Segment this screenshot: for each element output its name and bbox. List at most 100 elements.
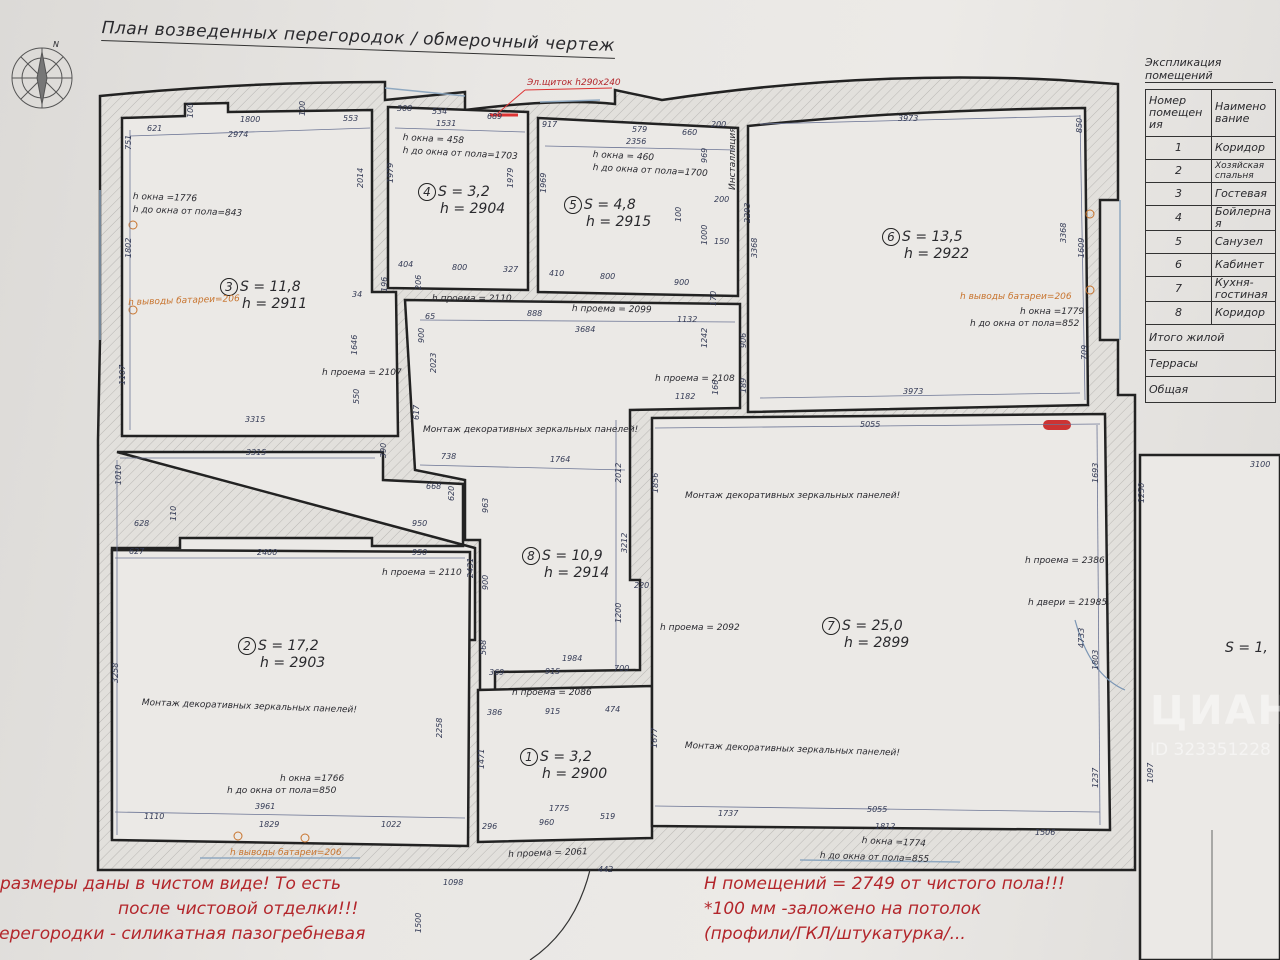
dimension-label: 390 xyxy=(379,442,388,458)
dimension-label: 3258 xyxy=(111,662,120,683)
dimension-label: 850 xyxy=(1075,117,1084,133)
plan-note: h проема = 2107 xyxy=(322,368,402,378)
plan-note: h двери = 21985 xyxy=(1028,598,1108,608)
dimension-label: 404 xyxy=(398,260,414,269)
plan-note: h проема = 2092 xyxy=(660,623,740,633)
dimension-label: 327 xyxy=(503,265,519,274)
watermark-id: ID 323351228 xyxy=(1150,740,1271,760)
dimension-label: 1132 xyxy=(677,315,698,324)
plan-note: h до окна от пола=850 xyxy=(227,786,337,796)
dimension-label: 963 xyxy=(481,497,490,513)
plan-note: h окна =1779 xyxy=(1020,307,1085,317)
dimension-label: 2258 xyxy=(435,717,444,738)
plan-note: Инсталляция xyxy=(728,127,738,190)
dimension-label: 617 xyxy=(412,404,421,420)
room-8 xyxy=(403,298,742,692)
dimension-label: 888 xyxy=(527,309,543,318)
dimension-label: 660 xyxy=(682,128,698,137)
dimension-label: 200 xyxy=(711,120,727,129)
dimension-label: 220 xyxy=(634,581,650,590)
dimension-label: 915 xyxy=(545,707,561,716)
plan-note: h окна =1766 xyxy=(280,774,345,784)
room-2-main xyxy=(110,548,472,848)
dimension-label: 900 xyxy=(417,327,426,343)
dimension-label: 738 xyxy=(441,452,457,461)
dimension-label: 900 xyxy=(674,278,690,287)
dimension-label: 1471 xyxy=(477,748,486,769)
room-6 xyxy=(746,106,1090,414)
dimension-label: 1237 xyxy=(1091,767,1100,788)
dimension-label: 5055 xyxy=(867,805,888,814)
dimension-label: 4733 xyxy=(1077,627,1086,648)
dimension-label: 1110 xyxy=(144,812,165,821)
dimension-label: 308 xyxy=(397,104,413,113)
header-room-name: Наименование xyxy=(1211,89,1276,137)
dimension-label: 1802 xyxy=(124,237,133,258)
dimension-label: 709 xyxy=(1080,344,1089,360)
dimension-label: 166 xyxy=(711,379,720,395)
dimension-label: 474 xyxy=(605,705,621,714)
dimension-label: 519 xyxy=(600,812,616,821)
dimension-label: 100 xyxy=(186,102,195,118)
plan-note: h до окна от пола=852 xyxy=(970,319,1080,329)
dimension-label: 2431 xyxy=(466,557,475,578)
dimension-label: 550 xyxy=(352,388,361,404)
plan-note: h выводы батареи=206 xyxy=(960,292,1072,302)
dimension-label: 700 xyxy=(614,664,630,673)
dimension-label: 1250 xyxy=(1137,482,1146,503)
dimension-label: 1856 xyxy=(651,472,660,493)
dimension-label: 627 xyxy=(129,547,145,556)
dimension-label: 296 xyxy=(482,822,498,831)
dimension-label: 1737 xyxy=(718,809,739,818)
dimension-label: 1107 xyxy=(118,364,127,385)
dimension-label: 2014 xyxy=(356,167,365,188)
plan-note: h проема = 2110 xyxy=(382,568,462,578)
dimension-label: 579 xyxy=(632,125,648,134)
room-partial-right xyxy=(1138,453,1280,960)
room-4 xyxy=(386,105,530,292)
dimension-label: 100 xyxy=(298,100,307,116)
compass-north-label: N xyxy=(53,40,59,49)
dimension-label: 1506 xyxy=(1035,828,1056,837)
dimension-label: 1969 xyxy=(539,172,548,193)
dimension-label: 1022 xyxy=(381,820,402,829)
dimension-label: 442 xyxy=(598,865,614,874)
dimension-label: 906 xyxy=(739,332,748,348)
leader-line xyxy=(497,89,526,114)
dimension-label: 751 xyxy=(124,134,133,150)
total-row: Итого жилой xyxy=(1145,324,1276,351)
compass-icon xyxy=(11,47,73,109)
dimension-label: 410 xyxy=(549,269,565,278)
plan-note: h проема = 2086 xyxy=(512,688,592,698)
radiator-outlet-icons xyxy=(128,209,1095,843)
dimension-label: 950 xyxy=(412,548,428,557)
dimension-label: 1531 xyxy=(436,119,457,128)
dimension-label: 2293 xyxy=(743,202,752,223)
dimension-label: 3315 xyxy=(246,448,267,457)
dimension-label: 1812 xyxy=(875,822,896,831)
dimension-label: 110 xyxy=(169,505,178,521)
dimension-label: 1829 xyxy=(259,820,280,829)
dimension-label: 689 xyxy=(487,112,503,121)
dimension-label: 1010 xyxy=(114,464,123,485)
door-swing xyxy=(529,869,591,960)
dimension-label: 950 xyxy=(412,519,428,528)
plan-note: h проема = 2108 xyxy=(655,374,735,384)
dimension-label: 34 xyxy=(352,290,363,299)
plan-note: Монтаж декоративных зеркальных панелей! xyxy=(685,491,901,501)
dimension-label: 1800 xyxy=(240,115,261,124)
dimension-label: 668 xyxy=(426,482,442,491)
dimension-label: 2356 xyxy=(626,137,647,146)
dimension-label: 1984 xyxy=(562,654,583,663)
